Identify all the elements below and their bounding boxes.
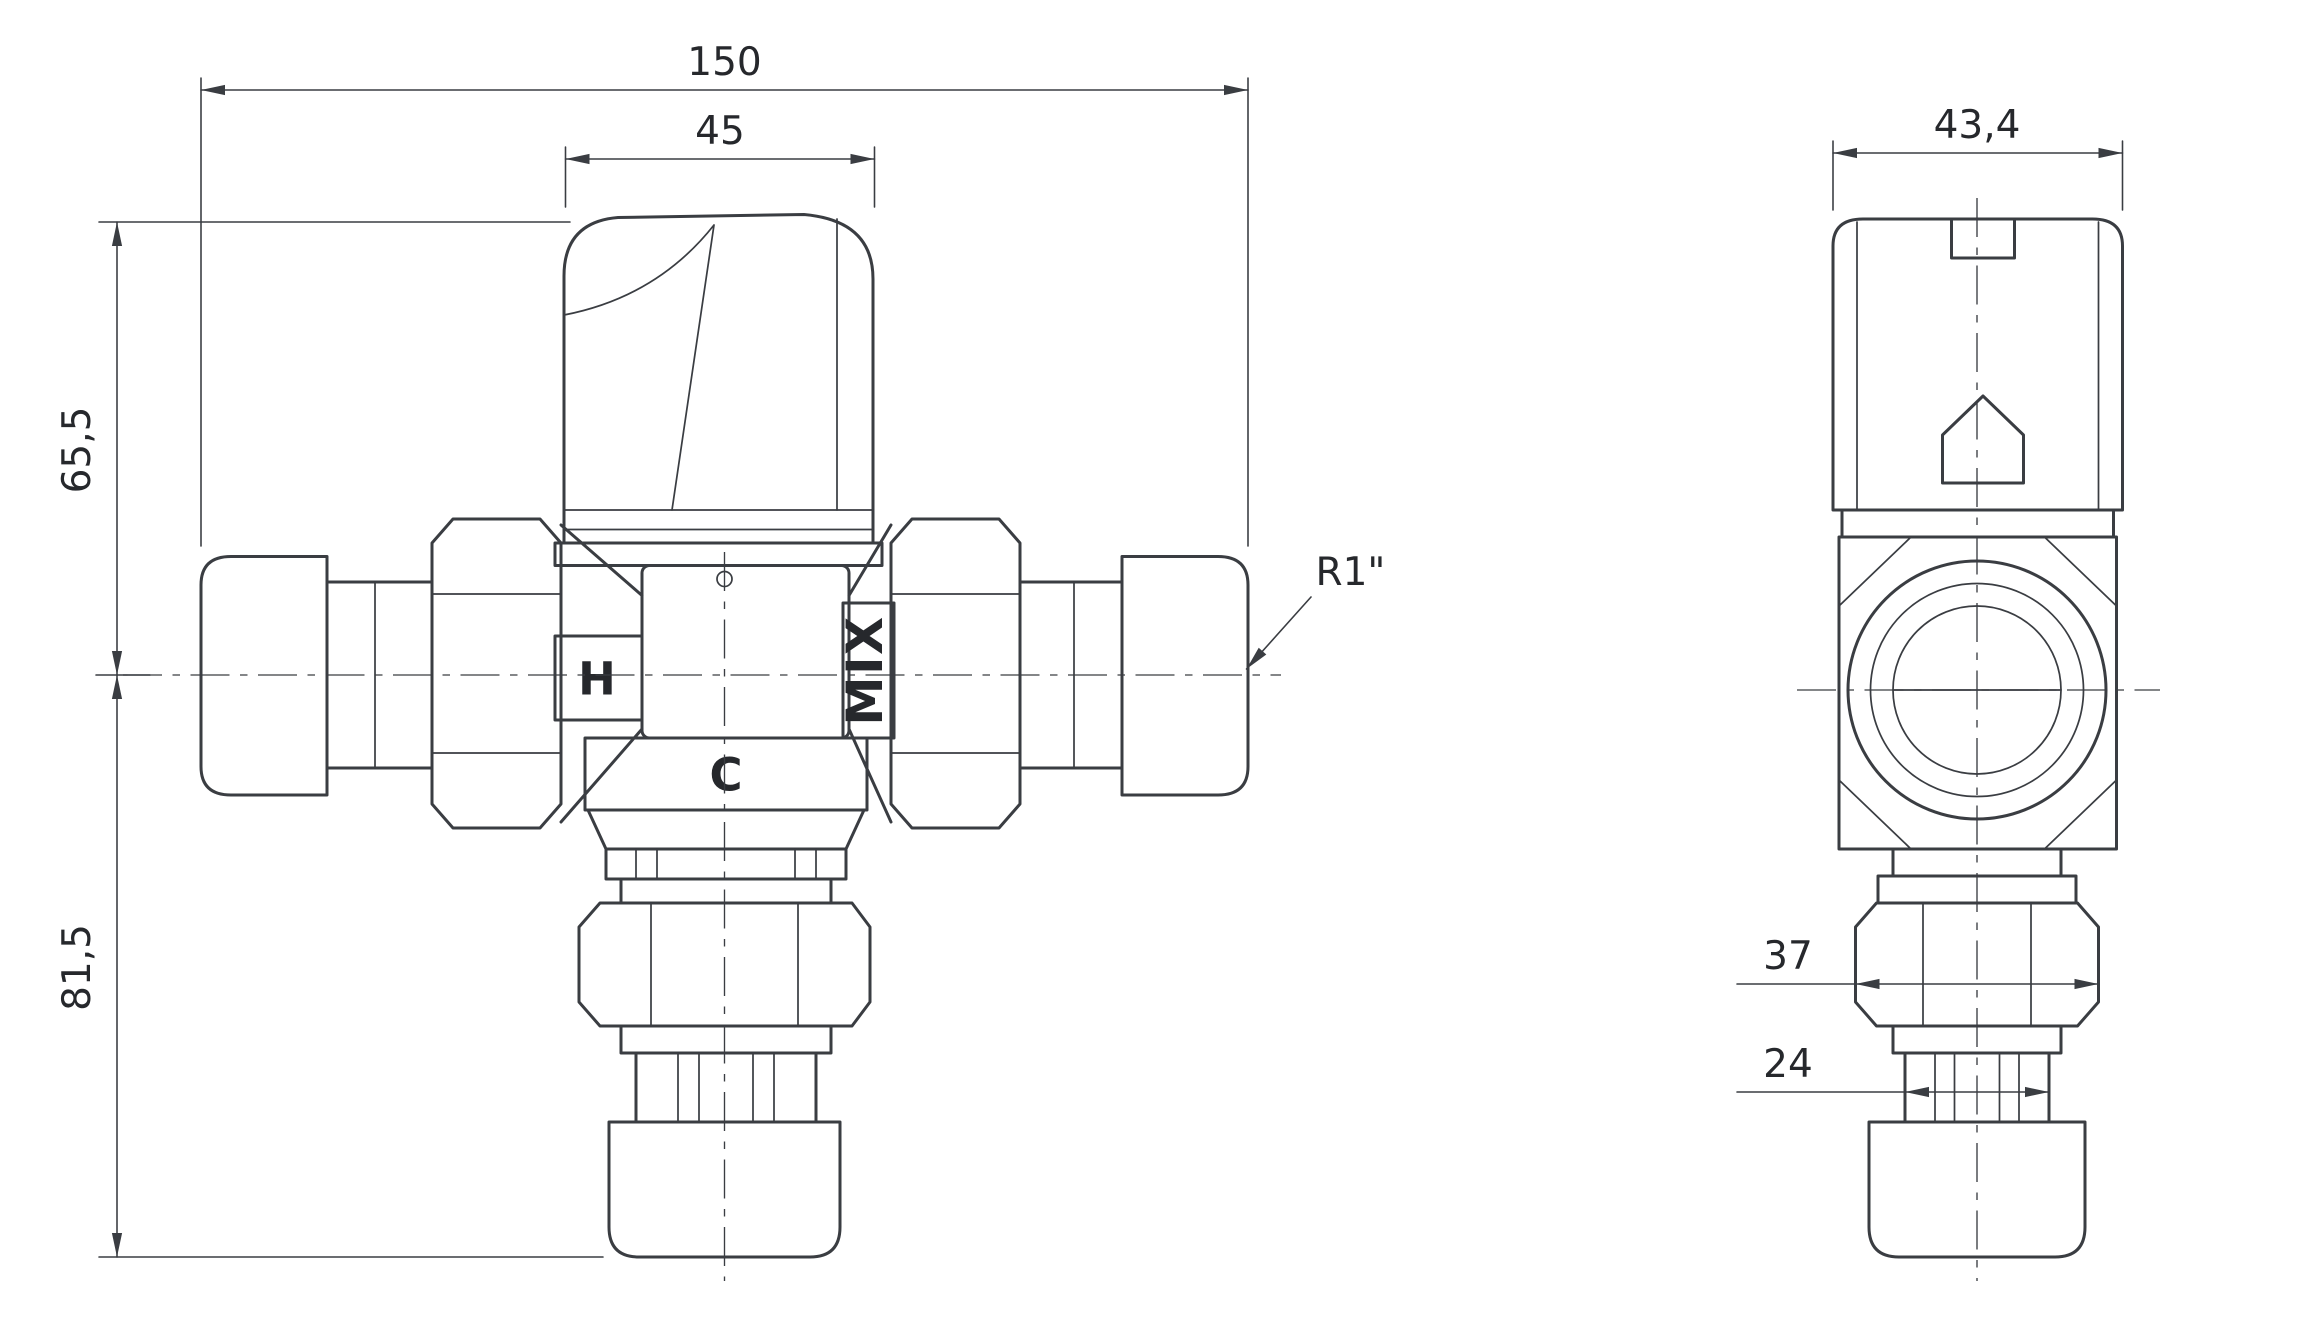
- union-nut-bottom: [577, 901, 872, 1028]
- side-cap-outline: [1831, 217, 2124, 512]
- side-cap-keyhole: [1941, 394, 2025, 485]
- knob-grip-lines: [563, 509, 874, 531]
- tailpiece-left-cap: [199, 555, 329, 797]
- side-actuator-cap: [1831, 217, 2124, 512]
- side-body-chamfers: [1838, 536, 2118, 850]
- front-view: H MIX C: [55, 40, 1385, 1281]
- bottom-tail-tube: [634, 1051, 818, 1124]
- bottom-tail-slots: [677, 1052, 775, 1123]
- union-nut-left-facets: [431, 593, 562, 754]
- dim-overall-width-text: 150: [687, 40, 761, 85]
- dim-lower-height-text: 81,5: [55, 924, 100, 1011]
- side-body-plate: [1840, 508, 2115, 539]
- union-nut-bottom-facets: [650, 902, 799, 1027]
- bottom-ring-mid: [619, 877, 833, 905]
- side-union-nut-bottom-facets: [1922, 902, 2032, 1027]
- dim-upper-height-text: 65,5: [55, 407, 100, 494]
- dim-depth-extensions: [1832, 140, 2124, 211]
- union-nut-right-facets: [890, 593, 1021, 754]
- dim-tail-width-text: 24: [1763, 1042, 1813, 1087]
- dim-knob-width-text: 45: [695, 109, 745, 154]
- side-union-nut-bottom: [1854, 901, 2100, 1028]
- side-cap-tab: [1950, 217, 2016, 260]
- dim-nut-width-text: 37: [1763, 934, 1813, 979]
- side-dimensions: 43,4 37 24: [1736, 103, 2124, 1098]
- bottom-ring-upper-slots: [635, 848, 817, 880]
- tailpiece-right-cap: [1120, 555, 1250, 797]
- side-body: [1837, 508, 2118, 851]
- bottom-ring-upper: [604, 847, 848, 881]
- actuator-knob: [562, 213, 875, 545]
- hot-label-plate: [553, 634, 644, 722]
- dim-depth-text: 43,4: [1934, 103, 2021, 148]
- knob-outline: [562, 213, 875, 545]
- hot-port-label: H: [578, 653, 616, 706]
- front-dimensions: 150 45 65,5 81,5 R1": [55, 40, 1386, 1258]
- cold-label-plate: [583, 736, 869, 812]
- union-nut-left: [430, 517, 563, 830]
- left-port: [199, 517, 563, 830]
- dim-overall-width-extensions: [200, 77, 1249, 547]
- body-port-transitions: [559, 523, 893, 824]
- cold-port-label: C: [709, 749, 742, 802]
- side-view: 43,4 37 24: [1736, 103, 2160, 1281]
- dim-knob-width-extensions: [564, 146, 876, 208]
- side-cap-edge-lines: [1856, 221, 2100, 511]
- thread-callout-text: R1": [1316, 550, 1386, 595]
- bottom-ring-lower: [619, 1024, 833, 1055]
- dim-upper-height-extensions: [95, 221, 571, 676]
- right-port: [889, 517, 1250, 830]
- side-end-cap: [1867, 1120, 2087, 1259]
- knob-facet-lines: [563, 218, 838, 511]
- valve-body: H MIX C: [553, 523, 896, 824]
- bottom-port: [577, 808, 872, 1259]
- body-block: [640, 564, 851, 740]
- mix-port-label: MIX: [836, 615, 894, 725]
- union-nut-right: [889, 517, 1022, 830]
- bottom-end-cap: [607, 1120, 842, 1259]
- bottom-shoulder: [586, 808, 866, 851]
- thread-callout-leader: [1245, 596, 1312, 670]
